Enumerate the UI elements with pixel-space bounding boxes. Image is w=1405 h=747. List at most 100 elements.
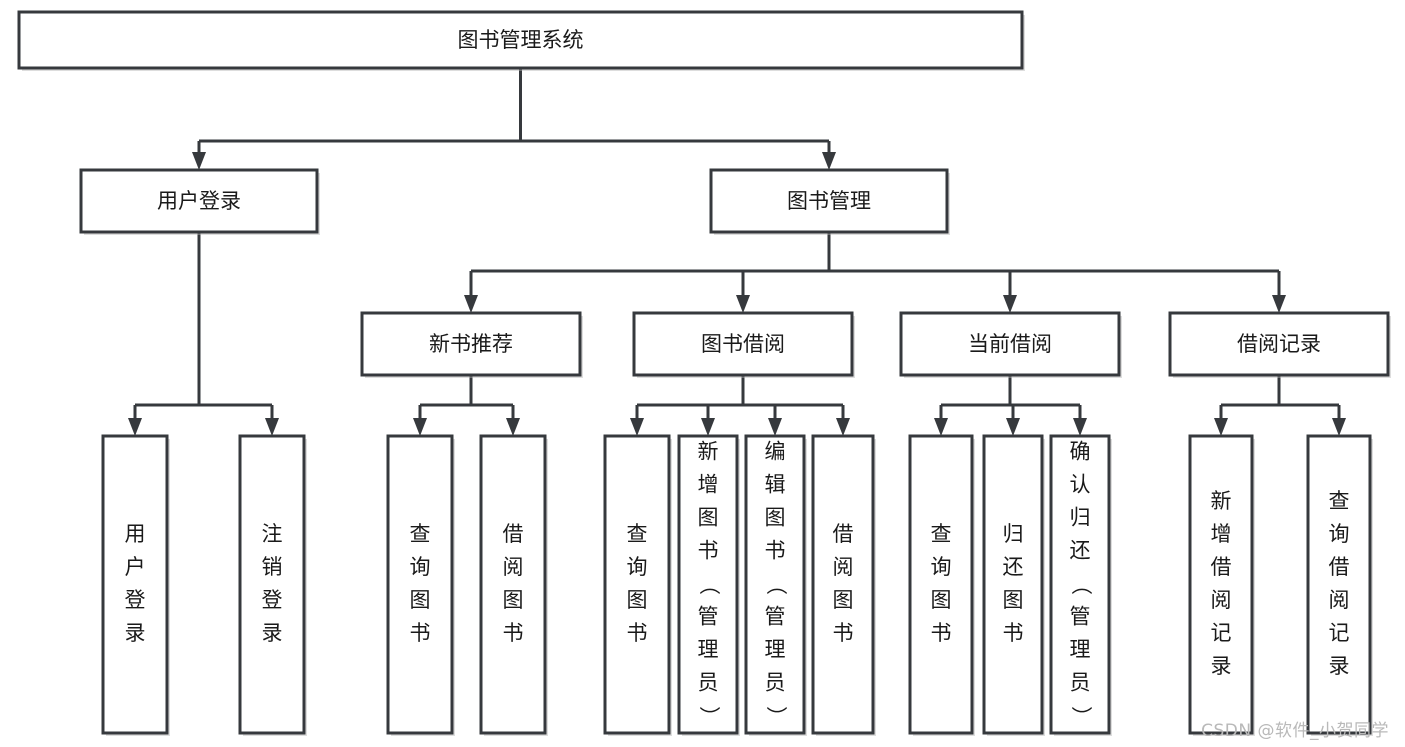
node-label-char: 借 [1329, 555, 1350, 579]
node-label-char: 查 [1329, 489, 1350, 513]
node-new-book-recommend[interactable]: 新书推荐 [360, 311, 583, 378]
node-label-char: 登 [262, 588, 283, 612]
node-label-char: 书 [833, 621, 854, 645]
node-label-char: 记 [1329, 621, 1350, 645]
node-label-char: ） [1069, 706, 1093, 727]
node-label-char: 注 [262, 522, 283, 546]
watermark-text: CSDN @软件_小贺同学 [1201, 721, 1389, 741]
node-label-char: 增 [1211, 522, 1232, 546]
node-label-char: 阅 [1211, 588, 1232, 612]
arrow-head-icon [1006, 418, 1020, 436]
node-label-char: 借 [833, 522, 854, 546]
node-label-char: 员 [765, 671, 786, 695]
node-label-char: 销 [262, 555, 283, 579]
arrow-head-icon [192, 152, 206, 170]
node-label-char: 用 [125, 522, 146, 546]
node-borrow-record[interactable]: 借阅记录 [1168, 311, 1391, 378]
node-label-char: 查 [931, 522, 952, 546]
node-label-char: 书 [698, 539, 719, 563]
node-book-management[interactable]: 图书管理 [709, 168, 950, 235]
node-label-char: 阅 [1329, 588, 1350, 612]
node-label-char: 询 [627, 555, 648, 579]
node-label-char: 还 [1070, 539, 1091, 563]
arrow-head-icon [1003, 295, 1017, 313]
node-label-char: 员 [1070, 671, 1091, 695]
node-label-char: 查 [627, 522, 648, 546]
node-label-char: 图 [503, 588, 524, 612]
arrow-head-icon [506, 418, 520, 436]
node-label-char: 新 [698, 440, 719, 464]
arrow-head-icon [1073, 418, 1087, 436]
node-user-login[interactable]: 用户登录 [79, 168, 320, 235]
arrow-head-icon [464, 295, 478, 313]
node-label-char: 录 [1211, 654, 1232, 678]
node-label-char: 图 [698, 506, 719, 530]
arrow-head-icon [1272, 295, 1286, 313]
node-leaf-user-login[interactable]: 用户登录 [101, 434, 170, 736]
arrow-head-icon [630, 418, 644, 436]
node-label-char: （ [1069, 574, 1093, 595]
node-label: 用户登录 [157, 189, 241, 213]
node-label-char: 管 [698, 605, 719, 629]
arrow-head-icon [1214, 418, 1228, 436]
node-label-char: 编 [765, 440, 786, 464]
node-current-borrow[interactable]: 当前借阅 [899, 311, 1122, 378]
node-label-char: 图 [1003, 588, 1024, 612]
node-label-char: 图 [931, 588, 952, 612]
arrow-head-icon [1332, 418, 1346, 436]
node-label-char: 图 [410, 588, 431, 612]
node-label-char: 询 [410, 555, 431, 579]
node-root-图书管理系统[interactable]: 图书管理系统 [17, 10, 1025, 71]
node-label: 当前借阅 [968, 332, 1052, 356]
node-label-char: 录 [1329, 654, 1350, 678]
node-label-char: 询 [1329, 522, 1350, 546]
node-label-char: 员 [698, 671, 719, 695]
node-label-char: 认 [1070, 473, 1091, 497]
node-label-char: 户 [125, 555, 146, 579]
arrow-head-icon [128, 418, 142, 436]
arrow-head-icon [822, 152, 836, 170]
node-label-char: 归 [1003, 522, 1024, 546]
node-label-char: 图 [627, 588, 648, 612]
arrow-head-icon [836, 418, 850, 436]
arrow-head-icon [934, 418, 948, 436]
node-label-char: 查 [410, 522, 431, 546]
node-label-char: 理 [698, 638, 719, 662]
node-label-char: 阅 [503, 555, 524, 579]
node-label: 图书管理 [787, 189, 871, 213]
node-label-char: 借 [503, 522, 524, 546]
node-layer: 图书管理系统用户登录图书管理新书推荐图书借阅当前借阅借阅记录用户登录注销登录查询… [17, 10, 1391, 736]
arrow-head-icon [413, 418, 427, 436]
arrow-head-icon [736, 295, 750, 313]
arrow-head-icon [701, 418, 715, 436]
node-book-borrow[interactable]: 图书借阅 [632, 311, 855, 378]
node-label-char: 图 [765, 506, 786, 530]
node-label-char: （ [697, 574, 721, 595]
node-label-char: ） [764, 706, 788, 727]
node-label-char: 书 [503, 621, 524, 645]
node-label-char: 记 [1211, 621, 1232, 645]
node-label-char: 书 [1003, 621, 1024, 645]
node-label-char: 管 [765, 605, 786, 629]
node-label: 新书推荐 [429, 332, 513, 356]
node-label-char: 图 [833, 588, 854, 612]
node-label-char: 理 [765, 638, 786, 662]
node-label-char: 录 [262, 621, 283, 645]
node-label: 借阅记录 [1237, 332, 1321, 356]
connector-layer [128, 68, 1346, 436]
node-label-char: 增 [698, 473, 719, 497]
